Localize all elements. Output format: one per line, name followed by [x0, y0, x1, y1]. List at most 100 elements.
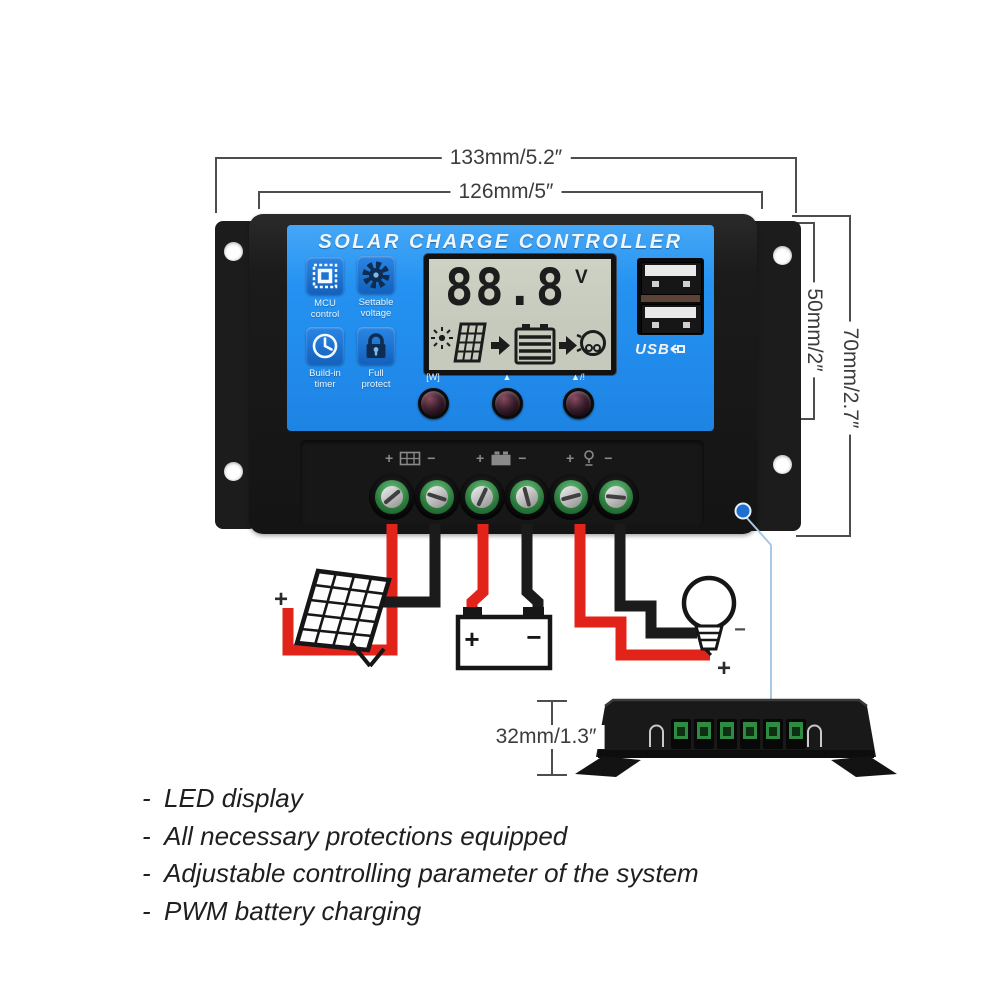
screw-hole — [773, 246, 792, 265]
terminal-marks-battery: + − — [476, 450, 527, 466]
sun-icon — [431, 327, 453, 349]
bullet-dash: - — [142, 895, 151, 926]
feature-tile-voltage — [357, 256, 395, 294]
side-body-shadow — [598, 750, 874, 758]
dim-label-depth: 32mm/1.3″ — [487, 725, 605, 749]
solar-panel-symbol — [294, 568, 392, 668]
usb-divider — [641, 295, 700, 302]
usb-pin — [683, 281, 690, 287]
bullet-dash: - — [142, 858, 151, 889]
screw-hole — [224, 242, 243, 261]
dim-label-inner-width: 126mm/5″ — [450, 180, 562, 204]
battery-plus-mark: + — [464, 624, 479, 654]
terminal-marks-solar: + − — [385, 450, 436, 466]
list-item: -All necessary protections equipped — [142, 818, 699, 856]
side-view — [575, 698, 897, 777]
side-foot-right — [831, 756, 897, 777]
led-label-charge: [W] — [426, 372, 440, 382]
solar-plus-mark: + — [274, 586, 288, 613]
screw-terminal-solar-plus — [369, 474, 415, 520]
battery-icon — [514, 324, 556, 365]
bulb-symbol — [681, 575, 737, 657]
dim-tick — [258, 191, 260, 209]
callout-line — [745, 516, 772, 714]
arrow-icon — [559, 336, 577, 355]
wire-solar-positive — [282, 524, 398, 656]
led-indicator — [418, 388, 449, 419]
dim-tick — [537, 774, 567, 776]
feature-list: -LED display -All necessary protections … — [142, 780, 699, 930]
dim-label-face-height: 50mm/2″ — [802, 282, 826, 378]
screw-terminal-solar-minus — [414, 474, 460, 520]
solar-panel-mark-icon — [399, 451, 421, 465]
dim-tick — [800, 418, 813, 420]
feature-tile-timer — [306, 327, 344, 365]
dim-tick — [796, 535, 851, 537]
lcd-flow-icons — [431, 322, 606, 365]
list-item: -LED display — [142, 780, 699, 818]
feature-tile-mcu — [306, 257, 344, 295]
load-minus-mark: − — [734, 619, 746, 641]
dim-tick — [795, 157, 797, 213]
list-item: -PWM battery charging — [142, 893, 699, 931]
battery-mark-icon — [491, 451, 511, 465]
dim-label-overall-height: 70mm/2.7″ — [838, 321, 862, 435]
gear-icon — [362, 261, 390, 289]
screw-hole — [773, 455, 792, 474]
bullet-text: All necessary protections equipped — [164, 820, 568, 851]
bullet-text: PWM battery charging — [164, 895, 422, 926]
screw-terminal-battery-minus — [504, 474, 550, 520]
led-label-battery: ▲ — [502, 372, 512, 382]
wire-battery-positive — [466, 524, 489, 616]
bullet-text: LED display — [164, 783, 303, 814]
mcu-chip-icon — [312, 263, 338, 289]
bullet-dash: - — [142, 820, 151, 851]
wire-battery-negative — [521, 524, 544, 612]
dim-tick — [792, 215, 851, 217]
led-label-load: ▲/! — [571, 372, 585, 382]
wiring-diagram: + + − − + — [274, 524, 746, 680]
side-slot-mark — [807, 724, 822, 747]
wire-load-positive — [574, 524, 710, 661]
usb-logo: USB — [631, 341, 691, 358]
callout — [734, 502, 772, 714]
usb-pin — [652, 322, 659, 328]
side-slot-mark — [649, 724, 664, 747]
usb-tongue — [645, 307, 696, 318]
wire-solar-negative — [366, 524, 441, 608]
screw-terminal-load-plus — [548, 474, 594, 520]
side-terminals — [671, 719, 806, 749]
bullet-text: Adjustable controlling parameter of the … — [164, 858, 699, 889]
lock-icon — [366, 333, 386, 358]
screw-terminal-load-minus — [593, 474, 639, 520]
dim-tick — [537, 700, 567, 702]
battery-symbol — [455, 607, 553, 671]
feature-tile-protect — [357, 327, 395, 365]
arrow-icon — [491, 336, 510, 355]
side-body-highlight — [604, 698, 868, 707]
device-title: SOLAR CHARGE CONTROLLER — [318, 231, 683, 253]
lcd-voltage-unit: V — [575, 267, 588, 288]
screw-terminal-battery-plus — [459, 474, 505, 520]
wire-load-negative — [614, 524, 697, 639]
terminal-marks-load: + − — [566, 450, 613, 466]
dim-tick — [794, 222, 813, 224]
usb-pin — [652, 281, 659, 287]
battery-minus-mark: − — [526, 622, 541, 652]
dim-label-outer-width: 133mm/5.2″ — [441, 146, 571, 170]
callout-dot — [734, 502, 752, 520]
led-indicator — [492, 388, 523, 419]
side-foot-left — [575, 756, 641, 777]
lcd-voltage-value: 88.8 — [445, 258, 567, 319]
usb-plug-icon — [670, 344, 685, 354]
load-plus-mark: + — [717, 655, 731, 680]
lamp-mark-icon — [584, 450, 594, 466]
usb-tongue — [645, 265, 696, 276]
led-indicator — [563, 388, 594, 419]
dim-tick — [761, 191, 763, 209]
lcd-display: 88.8 V — [424, 254, 616, 375]
screw-hole — [224, 462, 243, 481]
